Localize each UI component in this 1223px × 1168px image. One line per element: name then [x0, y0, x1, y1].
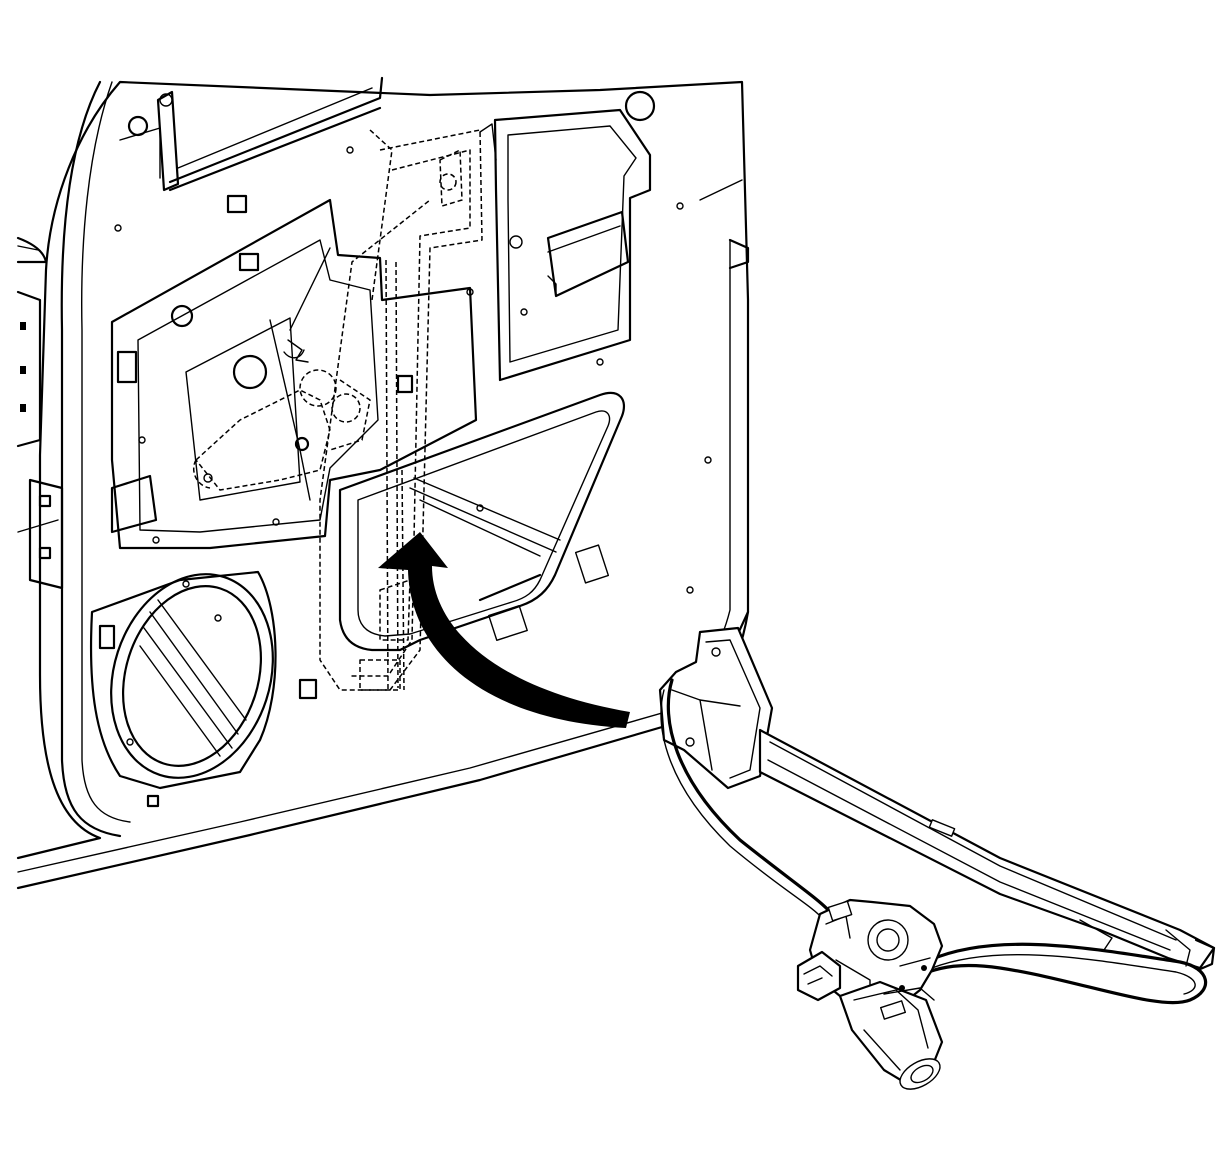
inner-panel-recess — [110, 198, 478, 550]
regulator-cable — [666, 678, 832, 914]
door-hinge — [28, 478, 64, 590]
speaker-opening — [89, 570, 277, 808]
motor-connector — [796, 950, 842, 1002]
door-outer-edge — [16, 80, 750, 890]
glass-mount-bracket — [658, 626, 774, 790]
regulator-motor — [796, 898, 944, 1090]
install-direction-arrow — [378, 532, 630, 728]
window-regulator-assembly — [658, 626, 1216, 1005]
lower-access-opening — [338, 391, 626, 652]
upper-access-opening — [493, 108, 652, 382]
door-inner-panel — [16, 76, 750, 890]
installed-regulator-dashed — [192, 129, 483, 691]
